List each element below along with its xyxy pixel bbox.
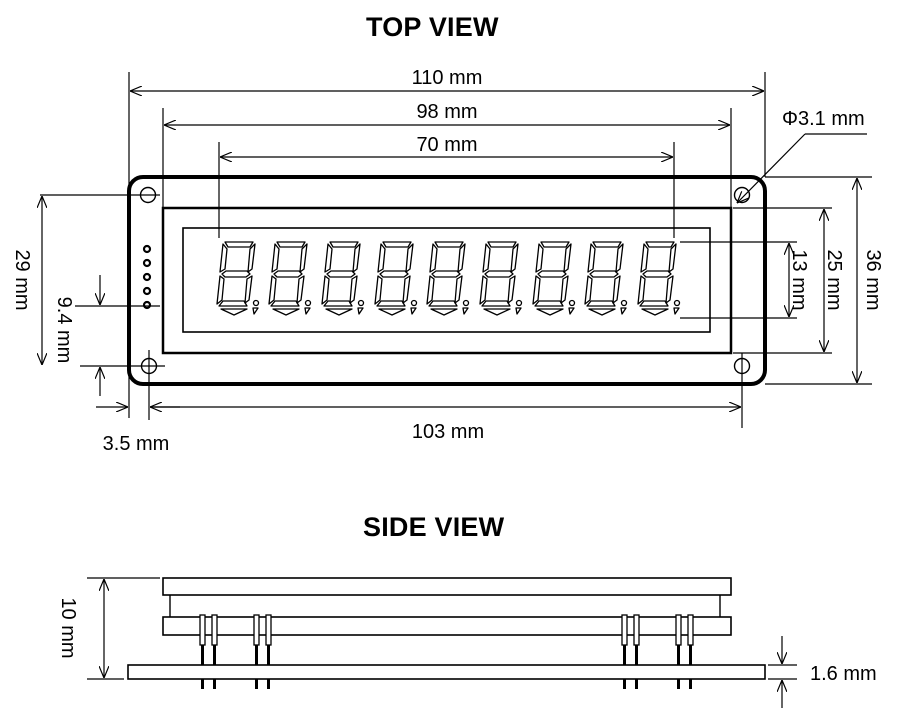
label-25mm: 25 mm (823, 249, 845, 310)
label-98mm: 98 mm (416, 101, 477, 123)
pin-headers (199, 614, 694, 646)
bezel-outline (161, 206, 733, 355)
label-10mm: 10 mm (57, 597, 79, 658)
label-103mm: 103 mm (412, 421, 484, 443)
side-view: 10 mm 1.6 mm (57, 577, 877, 708)
label-29mm: 29 mm (11, 249, 33, 310)
display-pcb (162, 616, 732, 636)
label-110mm: 110 mm (412, 67, 483, 89)
top-view: 110 mm 98 mm 70 mm 103 mm 3.5 mm Φ3.1 mm… (11, 67, 884, 455)
label-1-6mm: 1.6 mm (810, 663, 877, 685)
side-view-title: SIDE VIEW (363, 512, 505, 542)
label-hole-diameter: Φ3.1 mm (782, 108, 865, 130)
label-9-4mm: 9.4 mm (53, 297, 75, 364)
display-window (182, 227, 711, 333)
seven-segment-digits (216, 241, 681, 316)
label-13mm: 13 mm (788, 249, 810, 310)
mounting-holes (139, 186, 751, 375)
main-pcb (127, 664, 766, 680)
display-glass (162, 577, 732, 596)
label-36mm: 36 mm (862, 249, 884, 310)
top-view-title: TOP VIEW (366, 12, 499, 42)
label-3-5mm: 3.5 mm (103, 433, 170, 455)
label-70mm: 70 mm (416, 134, 477, 156)
connector-pins (142, 244, 152, 310)
hole-top-right (733, 186, 751, 204)
